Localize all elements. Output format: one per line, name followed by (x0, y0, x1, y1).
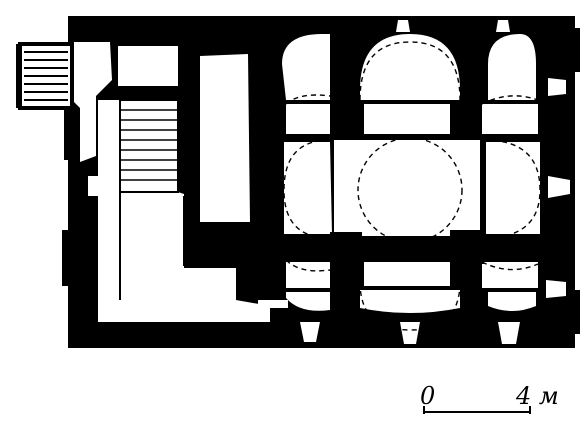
scale-start-label: 0 (420, 382, 435, 410)
scale-end-label: 4 м (515, 382, 559, 410)
vault-projection-lines (283, 41, 541, 331)
window-niches (88, 20, 570, 344)
scale-bar: 0 4 м (420, 382, 559, 414)
exterior-stairs (16, 42, 74, 110)
piers (186, 100, 484, 268)
interior-staircase (119, 99, 185, 300)
